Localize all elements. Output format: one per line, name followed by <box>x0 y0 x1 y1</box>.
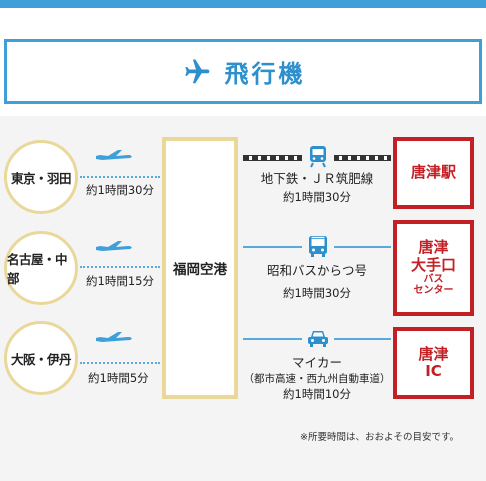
destination-karatsu-otemachi-bus-center: 唐津 大手口 バス センター <box>393 220 474 316</box>
section-header: 飛行機 <box>4 39 482 104</box>
train-icon <box>302 144 334 168</box>
destination-karatsu-ic: 唐津 IC <box>393 327 474 399</box>
route-time: 約1時間10分 <box>283 387 351 401</box>
airplane-icon <box>94 142 134 164</box>
airplane-icon <box>94 324 134 346</box>
origin-tokyo-haneda: 東京・羽田 <box>4 140 78 214</box>
origin-nagoya-chubu: 名古屋・中部 <box>4 231 78 305</box>
route-mode-label: 地下鉄・ＪＲ筑肥線 <box>260 171 374 186</box>
route-mode-label: マイカー <box>291 355 342 370</box>
footnote: ※所要時間は、おおよその目安です。 <box>300 432 460 443</box>
origin-osaka-itami: 大阪・伊丹 <box>4 321 78 395</box>
airplane-icon <box>181 57 211 87</box>
destination-karatsu-station: 唐津駅 <box>393 137 474 209</box>
flight-route-line <box>80 176 160 178</box>
flight-time: 約1時間30分 <box>86 183 154 197</box>
flight-time: 約1時間15分 <box>86 274 154 288</box>
route-time: 約1時間30分 <box>283 286 351 300</box>
route-sub-label: （都市高速・西九州自動車道） <box>243 373 391 385</box>
flight-route-line <box>80 362 160 364</box>
airplane-icon <box>94 233 134 255</box>
flight-time: 約1時間5分 <box>88 371 149 385</box>
route-time: 約1時間30分 <box>283 190 351 204</box>
route-mode-label: 昭和バスからつ号 <box>266 263 367 278</box>
page-title: 飛行機 <box>224 60 306 88</box>
bus-icon <box>302 234 334 258</box>
hub-fukuoka-airport: 福岡空港 <box>162 137 238 399</box>
car-icon <box>302 326 334 350</box>
flight-route-line <box>80 266 160 268</box>
top-accent-bar <box>0 0 486 8</box>
